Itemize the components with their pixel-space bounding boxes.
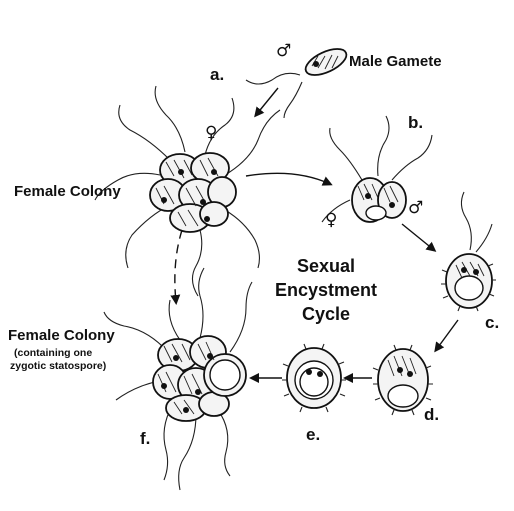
female-colony-2-note-line2: zygotic statospore) xyxy=(10,360,106,372)
arrow-c-to-d xyxy=(434,319,459,353)
center-title-line2: Encystment xyxy=(275,280,377,300)
female-symbol-b: ♀ xyxy=(325,210,337,230)
male-symbol-top: ♂ xyxy=(276,41,291,61)
stage-letter-b: b. xyxy=(408,113,423,132)
arrow-gamete-to-colony xyxy=(254,87,279,118)
stage-letter-e: e. xyxy=(306,425,320,444)
center-title-line1: Sexual xyxy=(297,256,355,276)
arrow-b-to-c xyxy=(401,223,437,252)
female-colony-label: Female Colony xyxy=(14,183,121,200)
dashed-arrow-colony-to-f xyxy=(170,229,183,305)
female-colony-cell-cluster xyxy=(94,85,281,297)
male-symbol-b: ♂ xyxy=(408,198,423,218)
stage-letter-a: a. xyxy=(210,65,224,84)
stage-letter-c: c. xyxy=(485,313,499,332)
center-title-line3: Cycle xyxy=(302,304,350,324)
stage-e-statospore xyxy=(282,343,346,413)
arrow-colony-to-b xyxy=(245,172,333,186)
stage-letter-d: d. xyxy=(424,405,439,424)
female-colony-2-note-line1: (containing one xyxy=(14,347,92,359)
male-gamete-label: Male Gamete xyxy=(349,53,442,70)
stage-f-colony-with-statospore xyxy=(103,267,253,491)
female-colony-2-label: Female Colony xyxy=(8,327,115,344)
stage-letter-f: f. xyxy=(140,429,150,448)
stage-d-encysting-cell xyxy=(372,344,433,416)
stage-c-zygote xyxy=(441,191,496,312)
female-symbol-top: ♀ xyxy=(205,123,217,143)
male-gamete-cell xyxy=(245,48,348,119)
stage-b-fusing-cells xyxy=(321,115,433,223)
